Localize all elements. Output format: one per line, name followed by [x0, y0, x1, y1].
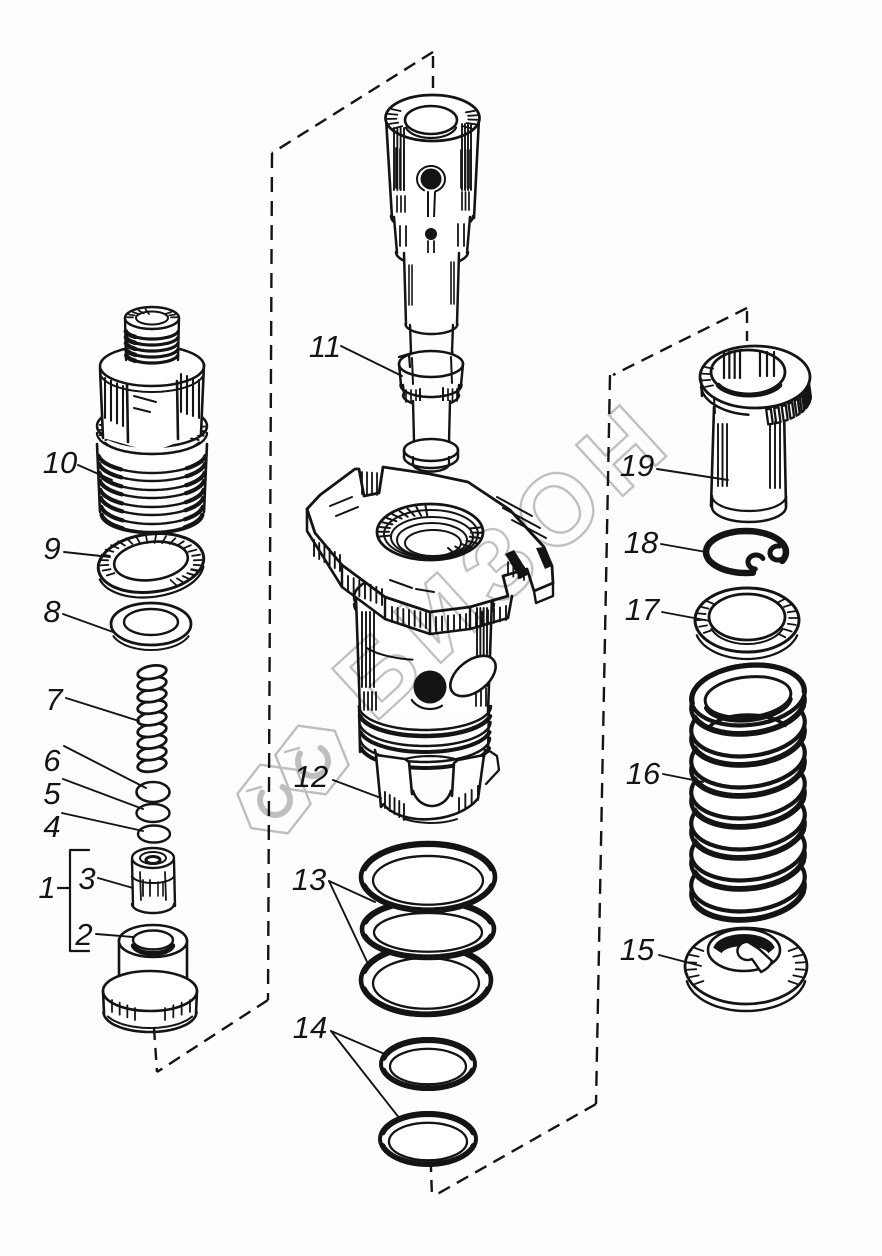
- svg-text:3: 3: [78, 861, 95, 896]
- svg-text:18: 18: [624, 525, 659, 560]
- svg-text:6: 6: [43, 743, 61, 778]
- svg-text:10: 10: [43, 445, 77, 480]
- svg-text:14: 14: [293, 1010, 327, 1045]
- svg-text:7: 7: [45, 682, 64, 717]
- svg-text:11: 11: [309, 329, 341, 364]
- svg-text:8: 8: [43, 594, 61, 629]
- svg-text:5: 5: [43, 776, 61, 811]
- svg-text:2: 2: [74, 917, 92, 952]
- svg-text:15: 15: [620, 932, 655, 967]
- svg-text:13: 13: [292, 862, 326, 897]
- svg-text:16: 16: [626, 756, 661, 791]
- svg-text:1: 1: [38, 870, 55, 905]
- svg-text:19: 19: [620, 448, 654, 483]
- svg-text:9: 9: [43, 531, 60, 566]
- svg-text:17: 17: [625, 592, 661, 627]
- svg-text:4: 4: [43, 809, 60, 844]
